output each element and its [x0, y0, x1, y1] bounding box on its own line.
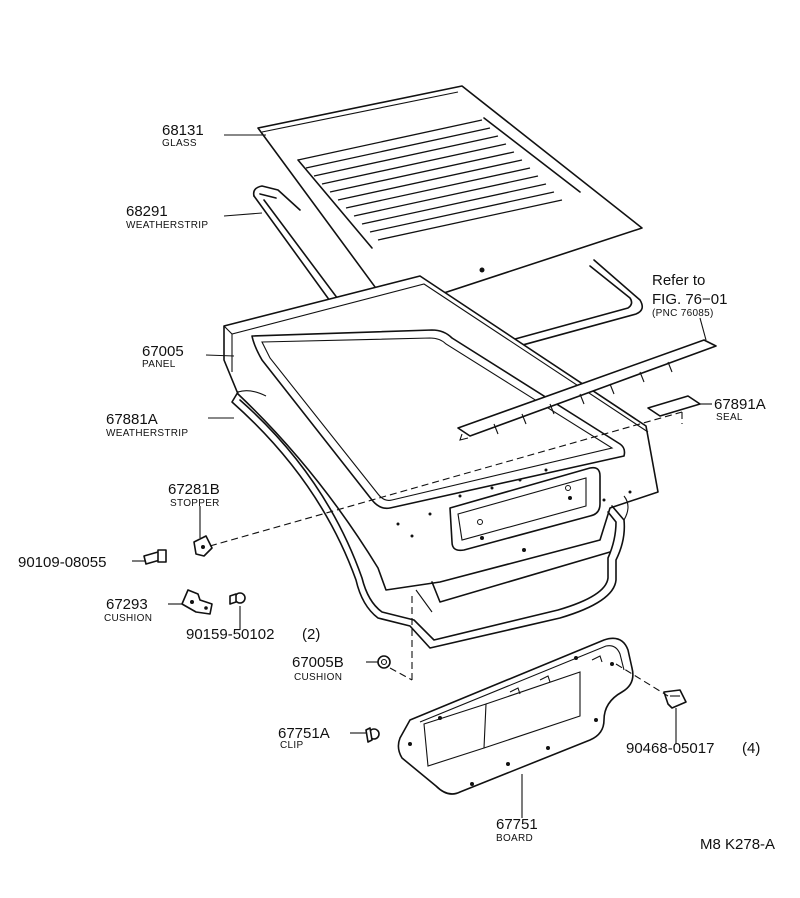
part-number: 68291 — [126, 203, 168, 220]
label-stopper: 67281B STOPPER — [168, 481, 220, 509]
reference-note: Refer to FIG. 76−01 (PNC 76085) — [652, 272, 727, 319]
part-number: 67751 — [496, 816, 538, 833]
label-weatherstrip-upper: 68291 WEATHERSTRIP — [126, 203, 208, 231]
cushion-b-icon — [377, 655, 391, 669]
label-seal: 67891A SEAL — [714, 396, 766, 423]
clip-icon — [365, 727, 380, 743]
reference-line-3: (PNC 76085) — [652, 308, 714, 319]
part-number: 90109-08055 — [18, 554, 106, 571]
part-name: SEAL — [716, 412, 743, 423]
label-cushion: 67293 CUSHION — [104, 596, 152, 624]
label-bolt: 90109-08055 — [18, 554, 106, 571]
part-name: PANEL — [142, 359, 176, 370]
label-weatherstrip-lower: 67881A WEATHERSTRIP — [106, 411, 188, 439]
part-name: WEATHERSTRIP — [126, 220, 208, 231]
cushion-bracket-icon — [181, 589, 213, 615]
part-number: 67751A — [278, 725, 330, 742]
part-number: 90468-05017 — [626, 740, 714, 757]
part-name: STOPPER — [170, 498, 220, 509]
label-board: 67751 BOARD — [496, 816, 538, 844]
stopper-icon — [193, 535, 213, 557]
part-number: 67891A — [714, 396, 766, 413]
seal-drawing — [647, 395, 701, 417]
screw-icon — [229, 592, 246, 605]
nut-icon — [663, 689, 687, 709]
part-number: 90159-50102 — [186, 626, 274, 643]
label-nut: 90468-05017 (4) — [626, 740, 760, 757]
bolt-icon — [143, 549, 167, 565]
part-qty: (2) — [302, 626, 320, 643]
figure-code: M8 K278-A — [700, 836, 775, 853]
label-glass: 68131 GLASS — [162, 122, 204, 149]
part-name: BOARD — [496, 833, 533, 844]
part-number: 67005 — [142, 343, 184, 360]
part-name: GLASS — [162, 138, 197, 149]
part-name: CUSHION — [294, 672, 342, 683]
reference-line-1: Refer to — [652, 272, 705, 289]
part-qty: (4) — [742, 740, 760, 757]
reference-line-2: FIG. 76−01 — [652, 291, 727, 308]
lower-weatherstrip-drawing — [231, 390, 629, 649]
part-number: 68131 — [162, 122, 204, 139]
glass-drawing — [257, 85, 643, 311]
leader-lines — [132, 134, 712, 818]
trim-strip-drawing — [457, 339, 717, 441]
label-screw: 90159-50102 (2) — [186, 626, 320, 643]
part-number: 67293 — [106, 596, 148, 613]
part-name: CUSHION — [104, 613, 152, 624]
board-drawing — [397, 637, 634, 795]
part-name: CLIP — [280, 740, 303, 751]
part-number: 67881A — [106, 411, 158, 428]
back-door-panel-drawing — [223, 275, 659, 613]
label-cushion-b: 67005B CUSHION — [292, 654, 344, 683]
part-number: 67281B — [168, 481, 220, 498]
part-number: 67005B — [292, 654, 344, 671]
label-panel: 67005 PANEL — [142, 343, 184, 370]
part-name: WEATHERSTRIP — [106, 428, 188, 439]
label-clip: 67751A CLIP — [278, 725, 330, 751]
